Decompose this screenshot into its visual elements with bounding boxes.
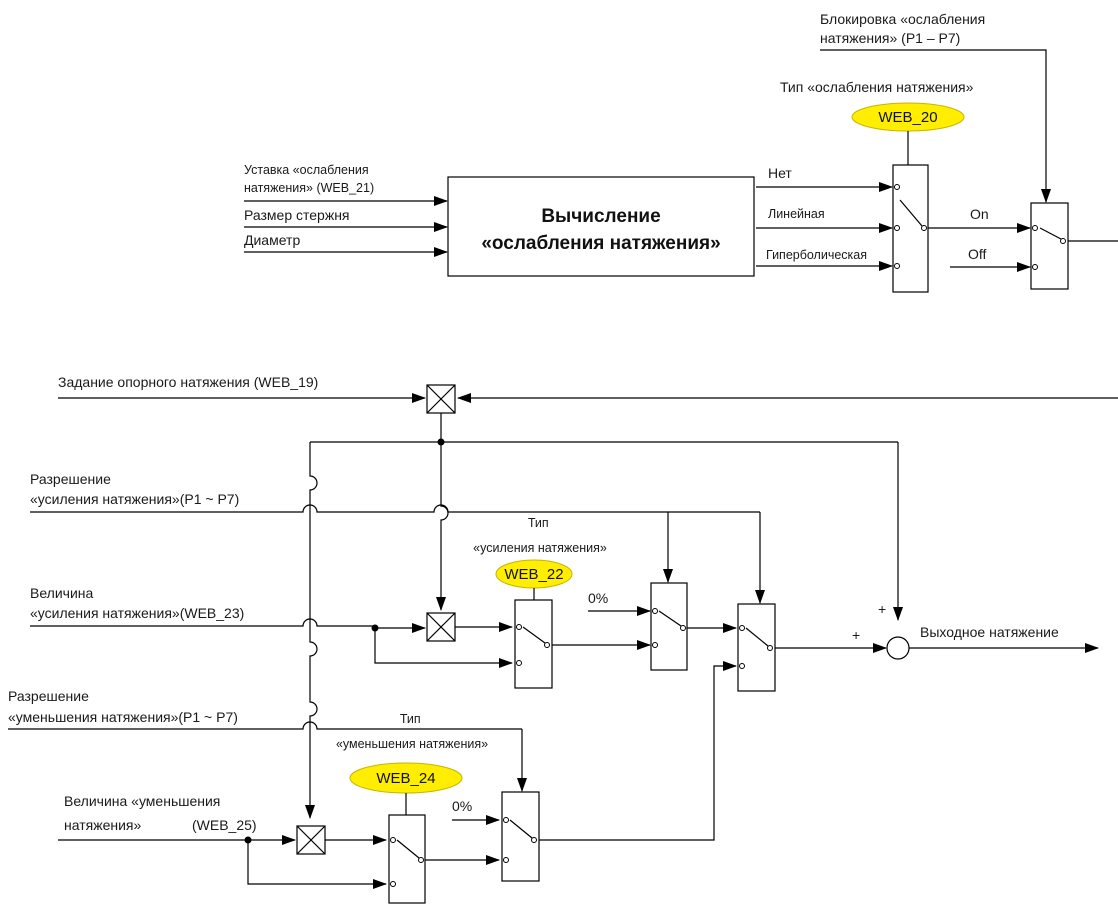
core-size-label: Размер стержня xyxy=(244,207,350,223)
weakening-type-switch xyxy=(892,164,929,293)
boost-enable-switch xyxy=(650,582,688,671)
boost-enable-line xyxy=(30,504,760,513)
boost-type-label: Тип «усиления натяжения» xyxy=(473,516,607,555)
boost-direct-line xyxy=(374,628,513,668)
plus-top: + xyxy=(878,601,886,617)
setpoint-label: Уставка «ослабления натяжения» (WEB_21) xyxy=(244,163,374,195)
reduce-amount-label: Величина «уменьшения натяжения» (WEB_25) xyxy=(64,793,257,833)
web24-label: WEB_24 xyxy=(376,770,435,787)
reference-label: Задание опорного натяжения (WEB_19) xyxy=(58,374,318,390)
weakening-calc-block xyxy=(447,176,755,277)
boost-reduce-select-switch xyxy=(737,603,776,692)
web20-badge: WEB_20 xyxy=(851,102,965,132)
bus-to-reduce-mult xyxy=(305,442,318,819)
web24-badge: WEB_24 xyxy=(349,762,463,794)
option-hyperbolic-label: Гиперболическая xyxy=(766,248,867,262)
diameter-label: Диаметр xyxy=(244,232,300,248)
output-label: Выходное натяжение xyxy=(920,624,1059,640)
zero-percent-2: 0% xyxy=(452,798,472,814)
summing-junction xyxy=(886,636,910,660)
web20-label: WEB_20 xyxy=(878,109,937,126)
weakening-lock-switch xyxy=(1030,202,1069,290)
boost-amount-line xyxy=(30,618,375,627)
multiplier-main xyxy=(426,384,456,414)
calc-block-line1: Вычисление xyxy=(541,206,660,227)
reduce-enable-label: Разрешение «уменьшения натяжения»(P1 ~ P… xyxy=(8,688,238,725)
lock-label: Блокировка «ослабления натяжения» (P1 – … xyxy=(820,11,989,46)
boost-amount-label: Величина «усиления натяжения»(WEB_23) xyxy=(30,585,244,621)
option-none-label: Нет xyxy=(768,165,792,181)
reduce-output-line xyxy=(539,661,737,841)
web22-badge: WEB_22 xyxy=(495,559,573,589)
multiplier-reduce xyxy=(296,825,326,855)
web22-label: WEB_22 xyxy=(504,566,563,583)
zero-percent-1: 0% xyxy=(588,590,608,606)
bus-to-boost-mult xyxy=(436,442,449,611)
multiplier-boost xyxy=(426,612,456,642)
reduce-type-label: Тип «уменьшения натяжения» xyxy=(336,712,488,751)
bottom-section: Задание опорного натяжения (WEB_19) Разр… xyxy=(8,374,1118,904)
top-section: Блокировка «ослабления натяжения» (P1 – … xyxy=(244,11,1118,293)
boost-type-switch xyxy=(514,599,553,689)
boost-enable-label: Разрешение «усиления натяжения»(P1 ~ P7) xyxy=(30,471,239,507)
off-label: Off xyxy=(968,246,987,262)
lock-signal xyxy=(820,49,1051,203)
reduce-enable-switch xyxy=(501,791,540,882)
on-label: On xyxy=(970,206,989,222)
reduce-type-switch xyxy=(388,814,426,904)
option-linear-label: Линейная xyxy=(768,207,825,221)
plus-left: + xyxy=(852,627,860,643)
reduce-enable-line xyxy=(8,721,522,730)
calc-block-line2: «ослабления натяжения» xyxy=(481,233,720,254)
reduce-direct-line xyxy=(247,840,387,889)
weakening-type-label: Тип «ослабления натяжения» xyxy=(780,79,974,95)
